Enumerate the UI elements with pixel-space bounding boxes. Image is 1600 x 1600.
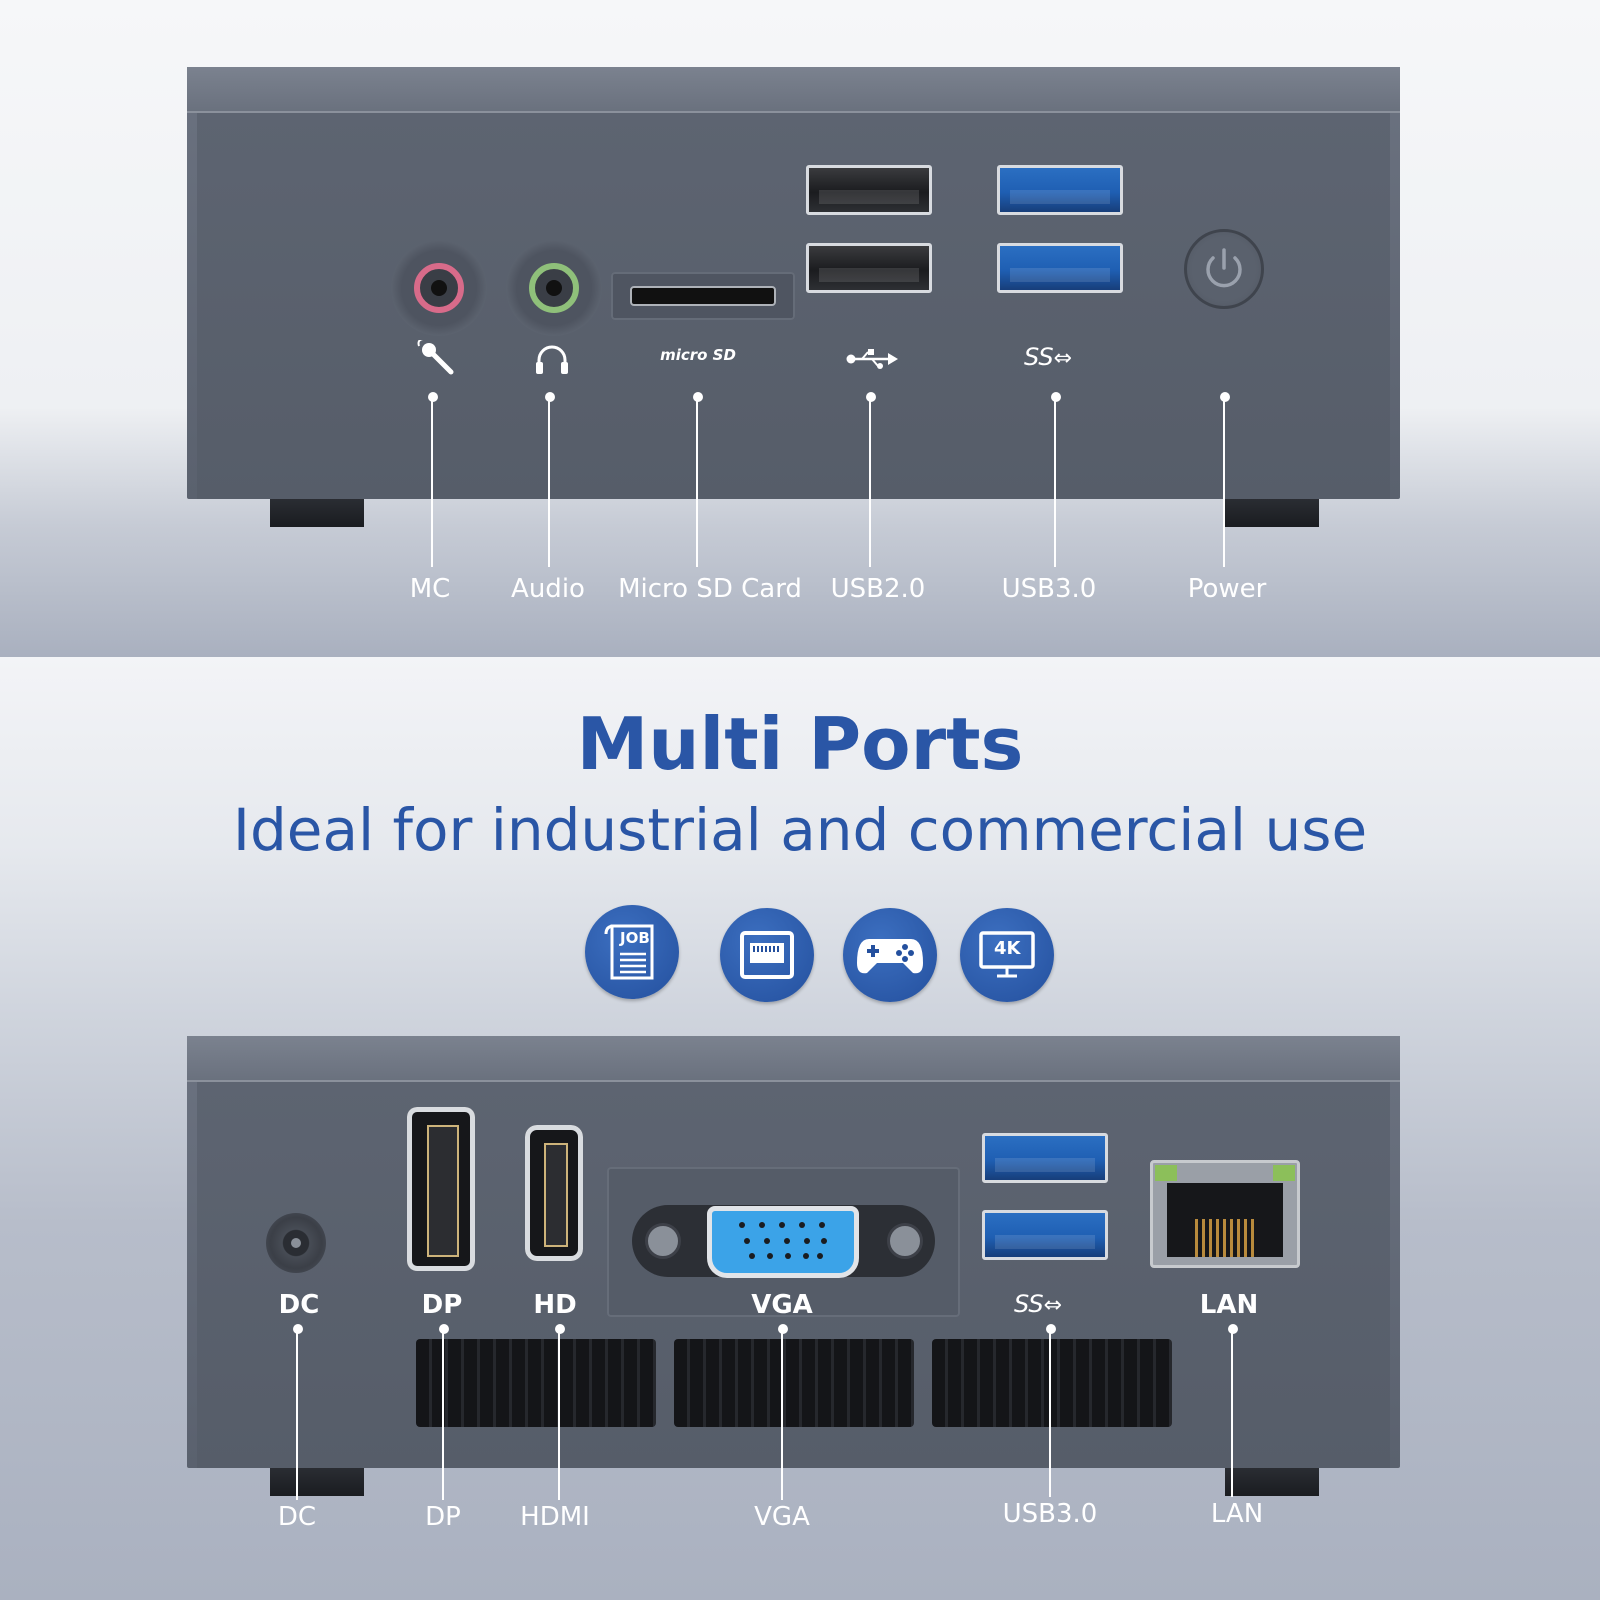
dp-callout-line	[442, 1329, 444, 1500]
audio-callout-dot	[545, 392, 555, 402]
4k-monitor-icon: 4K	[960, 908, 1054, 1002]
usb3-rear-port-2	[982, 1210, 1108, 1260]
power-icon	[1206, 248, 1242, 288]
micro-sd-slot	[630, 286, 776, 306]
lan-icon-label: LAN	[1199, 1290, 1259, 1320]
front-label-power: Power	[1187, 574, 1267, 604]
device-top-lip	[187, 67, 1400, 113]
front-label-mc: MC	[409, 574, 451, 604]
rear-device-foot-left	[270, 1468, 364, 1496]
monitor-glyph	[979, 931, 1035, 978]
power-callout-line	[1223, 397, 1225, 567]
usb3-rear-callout-dot	[1046, 1324, 1056, 1334]
4k-text: 4K	[994, 938, 1021, 959]
superspeed-text: SS	[1024, 343, 1054, 371]
micro-sd-logo-icon: micro SD	[660, 346, 736, 364]
vga-pins	[739, 1222, 827, 1259]
usb3-callout-line	[1054, 397, 1056, 567]
device-foot-right	[1225, 499, 1319, 527]
usb2-callout-line	[869, 397, 871, 567]
usb3-front-port-2	[997, 243, 1123, 293]
usb3-rear-callout-line	[1049, 1329, 1051, 1497]
microsd-callout-dot	[693, 392, 703, 402]
usb3-callout-dot	[1051, 392, 1061, 402]
vent-grille-middle	[674, 1339, 914, 1427]
audio-callout-line	[548, 397, 550, 567]
vent-grille-right	[932, 1339, 1172, 1427]
usb3-rear-port-1	[982, 1133, 1108, 1183]
dp-callout-dot	[439, 1324, 449, 1334]
usb-icon	[846, 349, 898, 369]
vga-icon-label: VGA	[751, 1290, 813, 1320]
rear-label-dc: DC	[277, 1502, 317, 1532]
lan-callout-line	[1231, 1329, 1233, 1497]
micro-sd-slot-frame	[611, 272, 795, 320]
usb2-port-1	[806, 165, 932, 215]
rear-label-usb3: USB3.0	[1002, 1499, 1098, 1529]
dc-callout-line	[296, 1329, 298, 1500]
hdmi-callout-dot	[555, 1324, 565, 1334]
front-label-microsd: Micro SD Card	[618, 574, 802, 604]
job-document-glyph	[604, 924, 654, 980]
power-callout-dot	[1220, 392, 1230, 402]
front-label-usb3: USB3.0	[1001, 574, 1097, 604]
vga-callout-line	[781, 1329, 783, 1500]
usb2-port-2	[806, 243, 932, 293]
superspeed-rear-text: SS	[1014, 1290, 1044, 1318]
mc-callout-line	[431, 397, 433, 567]
usb3-front-port-1	[997, 165, 1123, 215]
dc-jack	[266, 1213, 326, 1273]
microsd-callout-line	[696, 397, 698, 567]
audio-jack-port	[506, 240, 602, 336]
gamepad-icon	[843, 908, 937, 1002]
headphone-icon	[536, 345, 568, 374]
superspeed-usb-icon-front: SS⇔	[1024, 343, 1073, 371]
hdmi-callout-line	[558, 1329, 560, 1500]
page-subtitle: Ideal for industrial and commercial use	[232, 796, 1368, 864]
vga-port	[707, 1206, 859, 1278]
rear-label-lan: LAN	[1210, 1499, 1264, 1529]
usb2-callout-dot	[866, 392, 876, 402]
microphone-icon	[417, 340, 454, 375]
rear-label-hdmi: HDMI	[520, 1502, 590, 1532]
job-document-icon: JOB	[585, 905, 679, 999]
page-title: Multi Ports	[576, 702, 1024, 786]
ethernet-port-icon	[720, 908, 814, 1002]
mc-callout-dot	[428, 392, 438, 402]
rear-label-dp: DP	[425, 1502, 461, 1532]
gamepad-glyph	[857, 939, 923, 974]
superspeed-usb-icon-rear: SS⇔	[1014, 1290, 1063, 1318]
front-label-usb2: USB2.0	[830, 574, 926, 604]
audio-jack	[529, 263, 579, 313]
power-button	[1184, 229, 1264, 309]
vga-callout-dot	[778, 1324, 788, 1334]
rear-device-foot-right	[1225, 1468, 1319, 1496]
rear-label-vga: VGA	[754, 1502, 810, 1532]
lan-callout-dot	[1228, 1324, 1238, 1334]
lan-port	[1150, 1160, 1300, 1268]
dc-callout-dot	[293, 1324, 303, 1334]
hdmi-port	[525, 1125, 583, 1261]
mic-jack	[414, 263, 464, 313]
mic-jack-port	[391, 240, 487, 336]
dc-icon-label: DC	[278, 1290, 320, 1320]
device-foot-left	[270, 499, 364, 527]
ethernet-glyph	[740, 931, 794, 979]
job-text: JOB	[620, 929, 650, 947]
vent-grille-left	[416, 1339, 656, 1427]
vga-screw-right	[887, 1223, 923, 1259]
front-label-audio: Audio	[511, 574, 585, 604]
hd-icon-label: HD	[533, 1290, 577, 1320]
device-top-lip-rear	[187, 1036, 1400, 1082]
displayport-port	[407, 1107, 475, 1271]
dp-icon-label: DP	[421, 1290, 463, 1320]
vga-screw-left	[645, 1223, 681, 1259]
